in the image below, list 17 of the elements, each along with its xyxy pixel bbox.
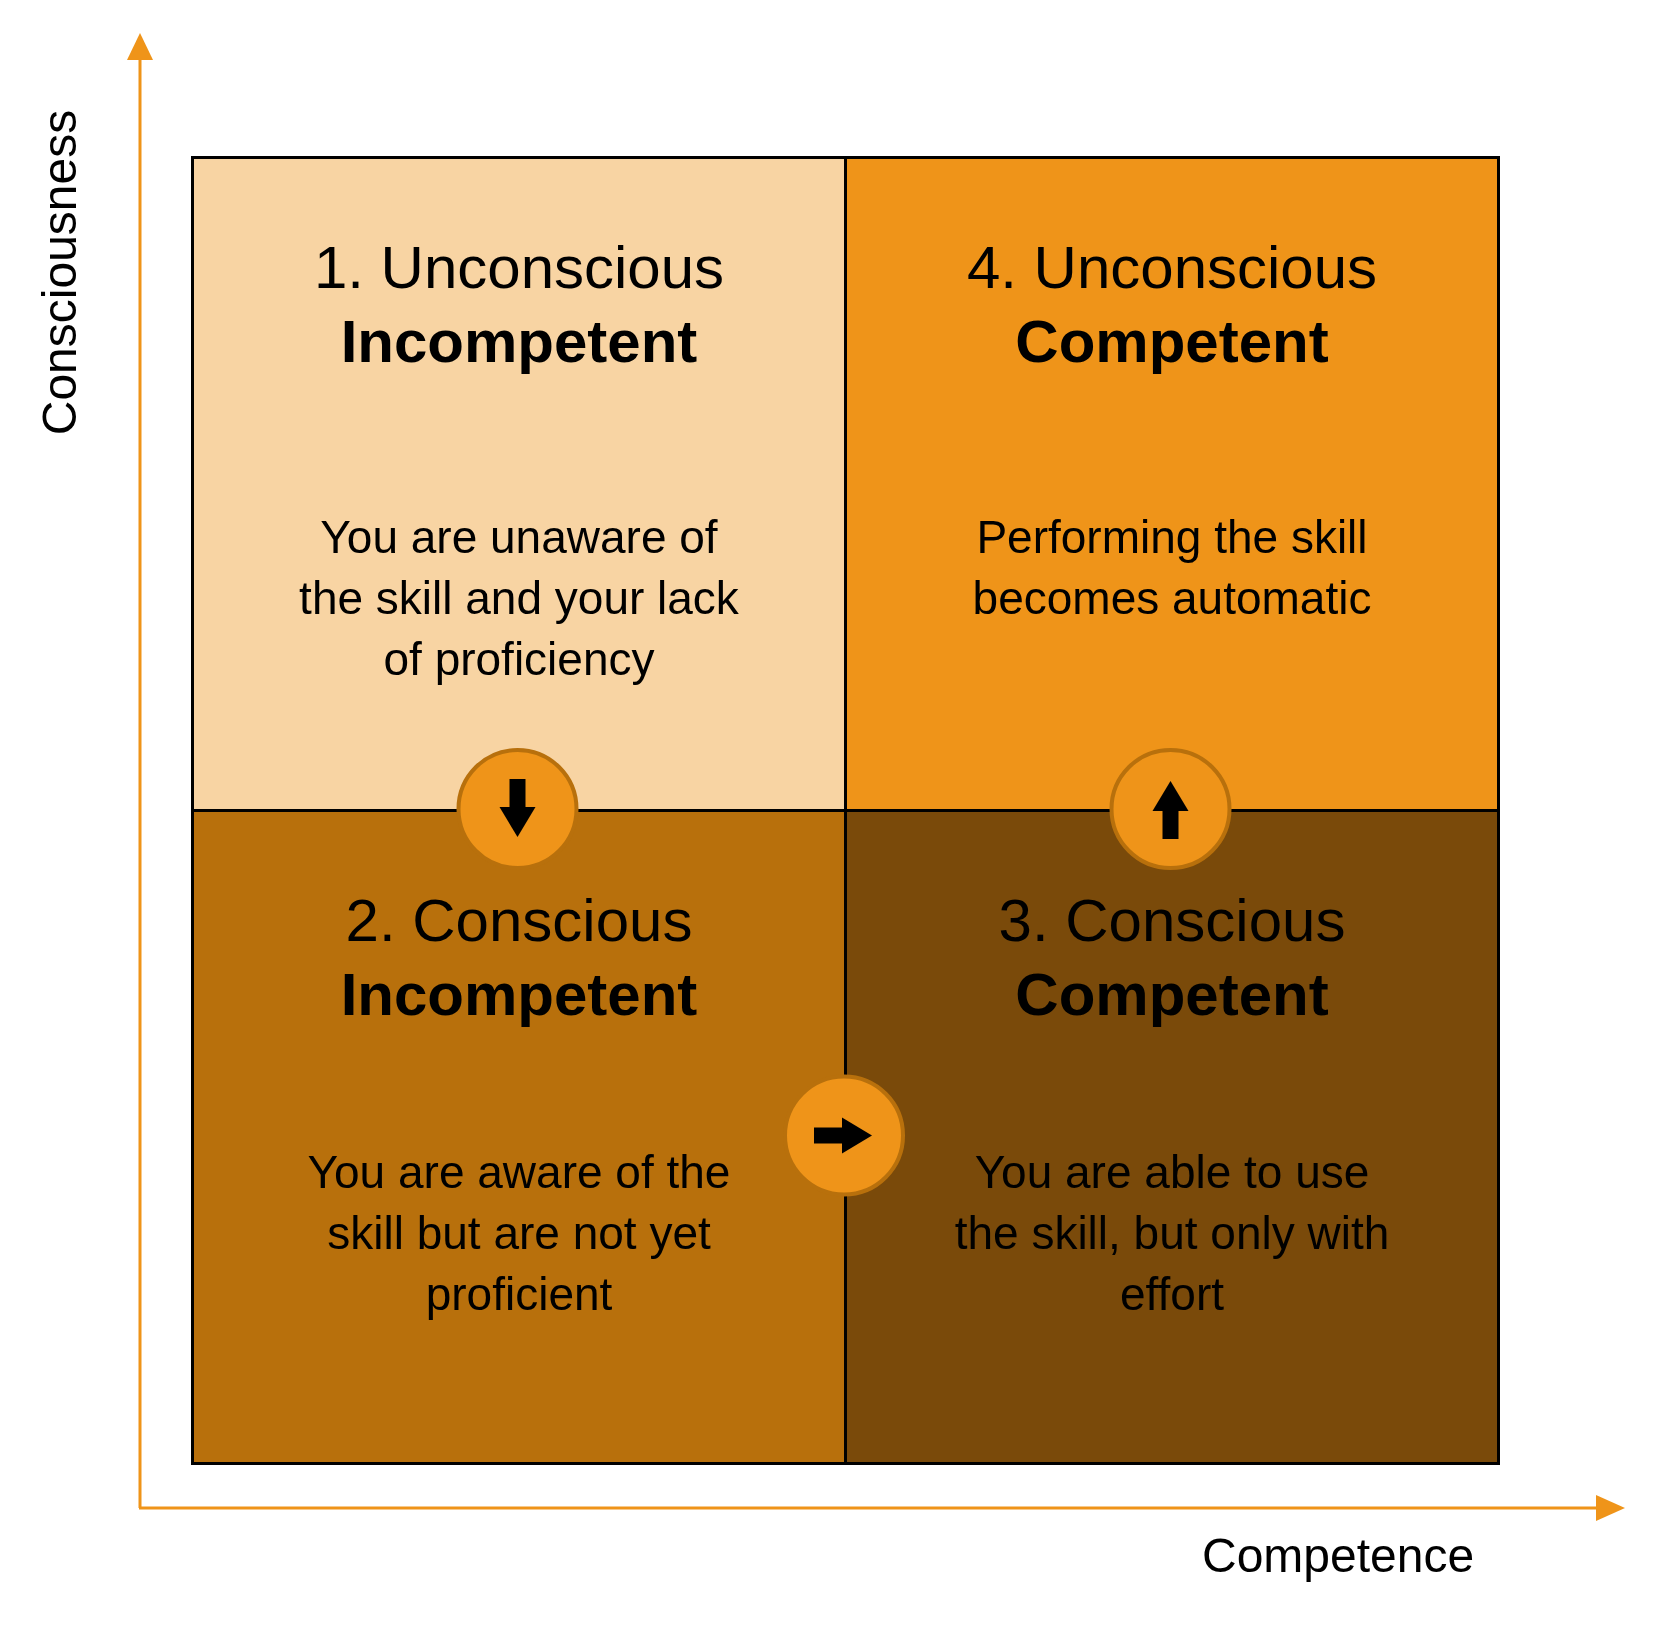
axis-label: Consciousness bbox=[32, 109, 88, 435]
arrow bbox=[499, 779, 536, 837]
quadrant-box bbox=[844, 809, 1500, 1465]
quadrant-box bbox=[844, 156, 1500, 812]
quadrant-title: 3. Conscious Competent bbox=[997, 886, 1347, 1030]
quadrant-title: 1. Unconscious Incompetent bbox=[312, 233, 726, 377]
quadrant-description: Performing the skill becomes automatic bbox=[971, 510, 1373, 626]
axis-label: Competence bbox=[1202, 1528, 1475, 1583]
quadrant-box bbox=[191, 809, 847, 1465]
quadrant-box bbox=[191, 156, 847, 812]
quadrant-title: 2. Conscious Incompetent bbox=[339, 886, 699, 1030]
quadrant-title: 4. Unconscious Competent bbox=[965, 233, 1379, 377]
arrow bbox=[814, 1117, 872, 1154]
quadrant-description: You are aware of the skill but are not yet proficient bbox=[306, 1145, 732, 1322]
quadrant-description: You are able to use the skill, but only with effort bbox=[953, 1145, 1391, 1322]
arrow bbox=[1152, 781, 1189, 839]
quadrant-description: You are unaware of the skill and your lack of proficiency bbox=[298, 510, 740, 687]
